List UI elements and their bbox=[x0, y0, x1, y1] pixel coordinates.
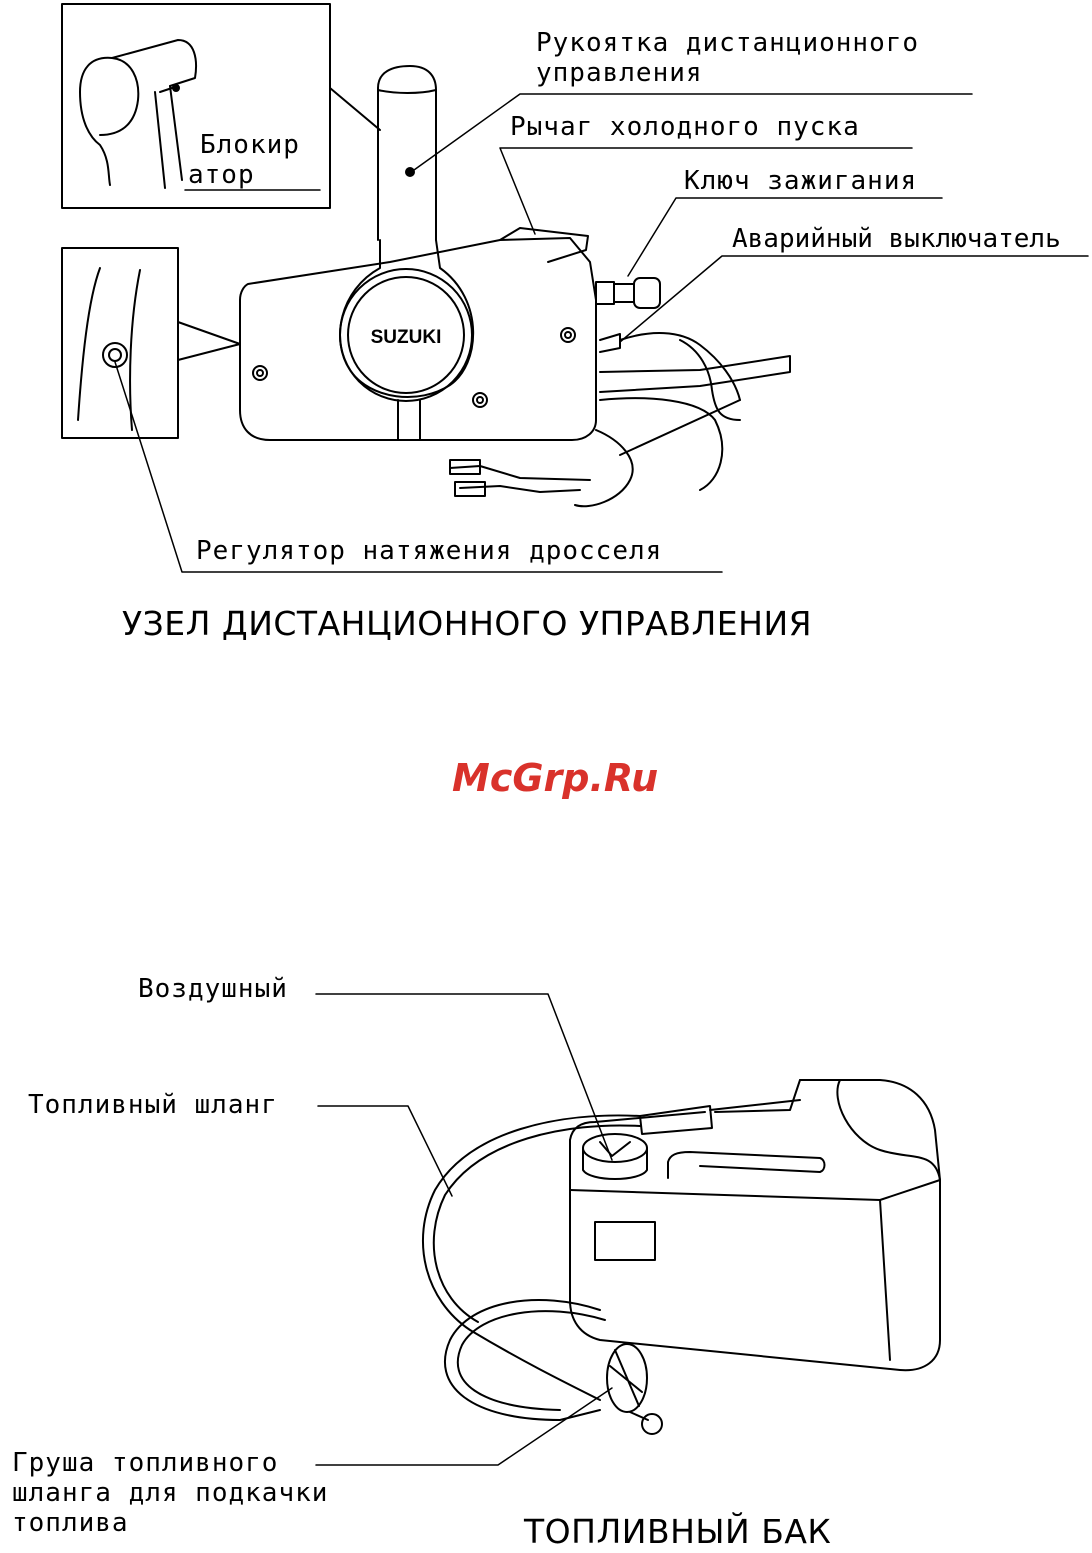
tension-connector bbox=[178, 322, 240, 360]
label-ignition-key: Ключ зажигания bbox=[684, 166, 917, 196]
label-cold-start: Рычаг холодного пуска bbox=[510, 112, 860, 142]
remote-leader-lines bbox=[115, 94, 1088, 572]
inset-connector bbox=[330, 88, 380, 130]
label-primer-line1: Груша топливного bbox=[12, 1448, 278, 1478]
label-air-vent: Воздушный bbox=[138, 974, 288, 1004]
label-primer-line2: шланга для подкачки bbox=[12, 1478, 328, 1508]
label-fuel-hose: Топливный шланг bbox=[28, 1090, 278, 1120]
remote-control-title: УЗЕЛ ДИСТАНЦИОННОГО УПРАВЛЕНИЯ bbox=[122, 604, 812, 643]
suzuki-logo: SUZUKI bbox=[371, 327, 442, 348]
label-lock-line1: Блокир bbox=[200, 130, 300, 160]
label-handle-line1: Рукоятка дистанционного bbox=[536, 28, 919, 58]
fuel-hose-drawing bbox=[423, 1115, 662, 1434]
control-housing bbox=[240, 228, 790, 506]
tension-detail-inset bbox=[62, 248, 178, 438]
watermark: McGrp.Ru bbox=[452, 756, 658, 800]
control-handle bbox=[378, 66, 436, 240]
label-throttle-tension: Регулятор натяжения дросселя bbox=[196, 536, 662, 566]
fuel-tank-title: ТОПЛИВНЫЙ БАК bbox=[524, 1512, 831, 1551]
label-handle-line2: управления bbox=[536, 58, 703, 88]
fuel-tank-body bbox=[570, 1080, 940, 1370]
label-lock-line2: атор bbox=[188, 160, 255, 190]
label-primer-line3: топлива bbox=[12, 1508, 129, 1538]
tank-leader-lines bbox=[316, 994, 612, 1465]
label-emergency-switch: Аварийный выключатель bbox=[732, 224, 1061, 254]
